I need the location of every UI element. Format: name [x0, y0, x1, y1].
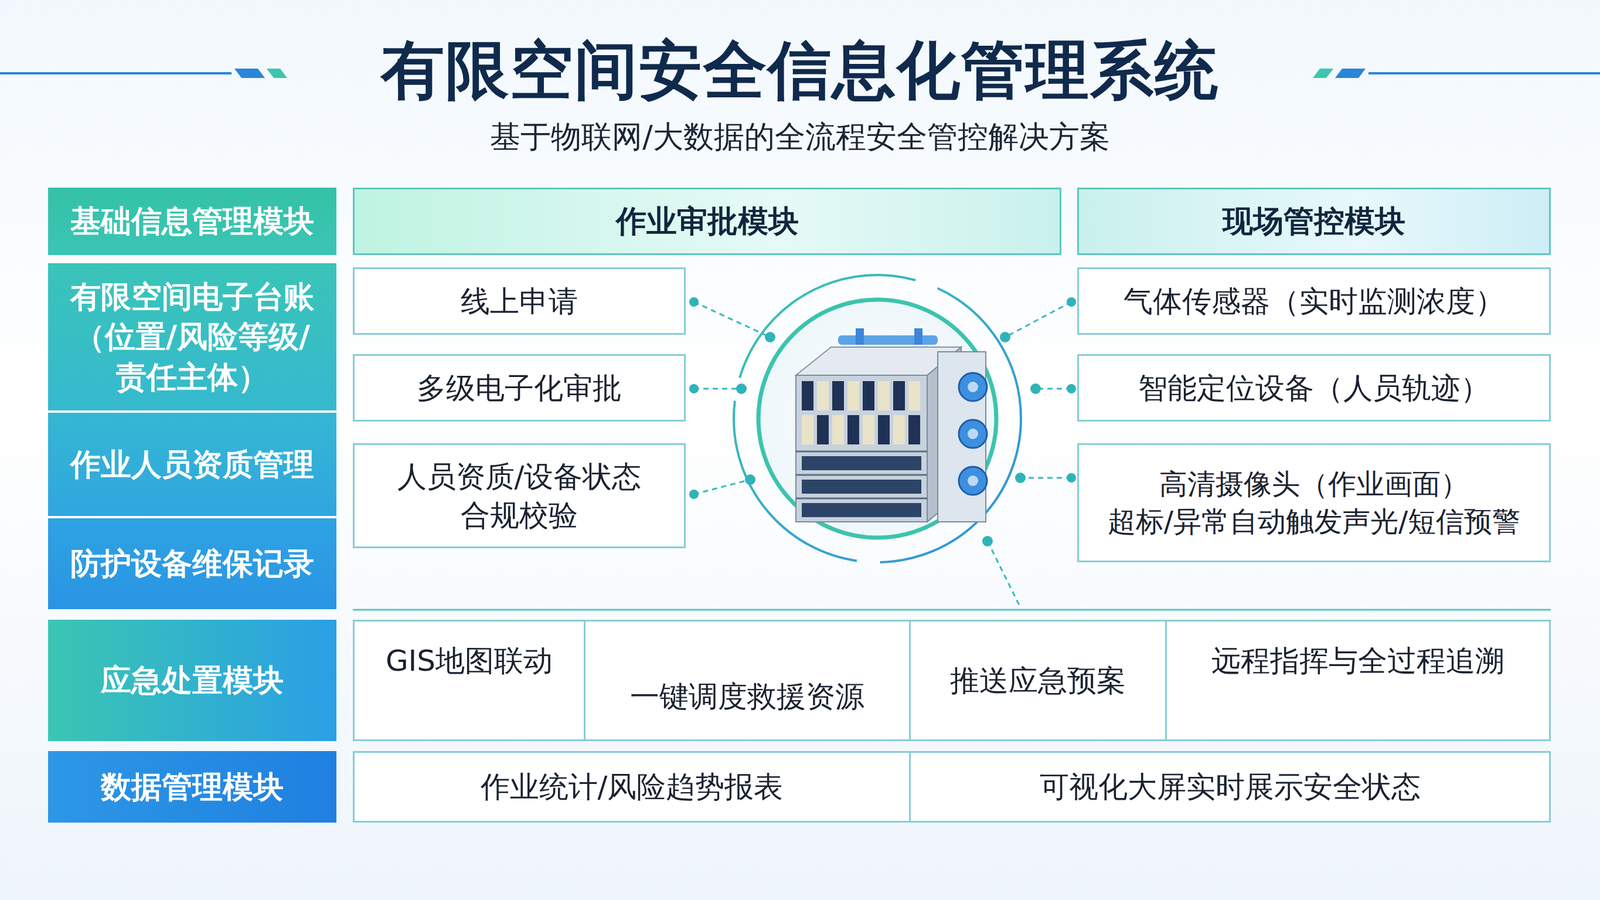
- box-text: 应急处置模块: [100, 659, 284, 701]
- maintenance-box: 防护设备维保记录: [48, 518, 337, 609]
- diagram-title: 有限空间安全信息化管理系统: [0, 32, 1600, 109]
- box-text: 一键调度救援资源: [630, 676, 865, 716]
- box-text: 人员资质/设备状态 合规校验: [384, 457, 655, 535]
- box-text: 可视化大屏实时展示安全状态: [1039, 767, 1421, 806]
- table-cell: GIS地图联动: [352, 619, 586, 741]
- box-text: 推送应急预案: [950, 661, 1126, 700]
- box-text: 有限空间电子台账 （位置/风险等级/ 责任主体）: [69, 276, 316, 398]
- box-text: 远程指挥与全过程追溯: [1211, 641, 1505, 680]
- module-header: 作业审批模块: [352, 187, 1062, 255]
- box-text: 气体传感器（实时监测浓度）: [1123, 281, 1505, 321]
- process-box: 线上申请: [352, 267, 686, 335]
- center-ring: [733, 274, 1021, 563]
- box-text: 作业统计/风险趋势报表: [480, 767, 784, 806]
- qualification-box: 作业人员资质管理: [48, 412, 337, 516]
- box-text: 作业人员资质管理: [70, 444, 315, 485]
- box-subtext: 超标/异常自动触发声光/短信预警: [1107, 502, 1521, 540]
- table-cell: 远程指挥与全过程追溯: [1165, 619, 1551, 741]
- process-box: 人员资质/设备状态 合规校验: [352, 443, 686, 548]
- box-text: 现场管控模块: [1222, 201, 1406, 242]
- table-cell: 一键调度救援资源: [583, 619, 911, 741]
- box-text: GIS地图联动: [385, 641, 553, 680]
- leader-dots: [689, 297, 1077, 547]
- device-box: 智能定位设备（人员轨迹）: [1077, 353, 1551, 422]
- process-box: 多级电子化审批: [352, 353, 686, 422]
- table-cell: 推送应急预案: [909, 619, 1167, 741]
- device-box: 高清摄像头（作业画面）超标/异常自动触发声光/短信预警: [1077, 443, 1551, 563]
- box-text: 数据管理模块: [100, 766, 284, 808]
- box-text: 高清摄像头（作业画面）: [1159, 465, 1469, 503]
- ledger-box: 有限空间电子台账 （位置/风险等级/ 责任主体）: [48, 263, 337, 411]
- box-text: 基础信息管理模块: [70, 201, 315, 242]
- box-text: 作业审批模块: [615, 201, 799, 242]
- box-text: 防护设备维保记录: [70, 543, 315, 584]
- diagram-caption: 基于物联网/大数据的全流程安全管控解决方案: [0, 117, 1600, 158]
- module-header: 基础信息管理模块: [48, 187, 337, 255]
- module-header: 现场管控模块: [1077, 187, 1551, 255]
- separator-line: [352, 608, 1551, 611]
- table-cell: 可视化大屏实时展示安全状态: [909, 750, 1551, 823]
- table-cell: 作业统计/风险趋势报表: [352, 750, 911, 823]
- box-text: 多级电子化审批: [416, 368, 622, 408]
- box-text: 线上申请: [460, 281, 578, 321]
- box-text: 智能定位设备（人员轨迹）: [1138, 368, 1490, 408]
- module-header: 应急处置模块: [48, 619, 337, 741]
- device-box: 气体传感器（实时监测浓度）: [1077, 267, 1551, 335]
- module-header: 数据管理模块: [48, 750, 337, 823]
- equipment-illustration: [795, 328, 987, 522]
